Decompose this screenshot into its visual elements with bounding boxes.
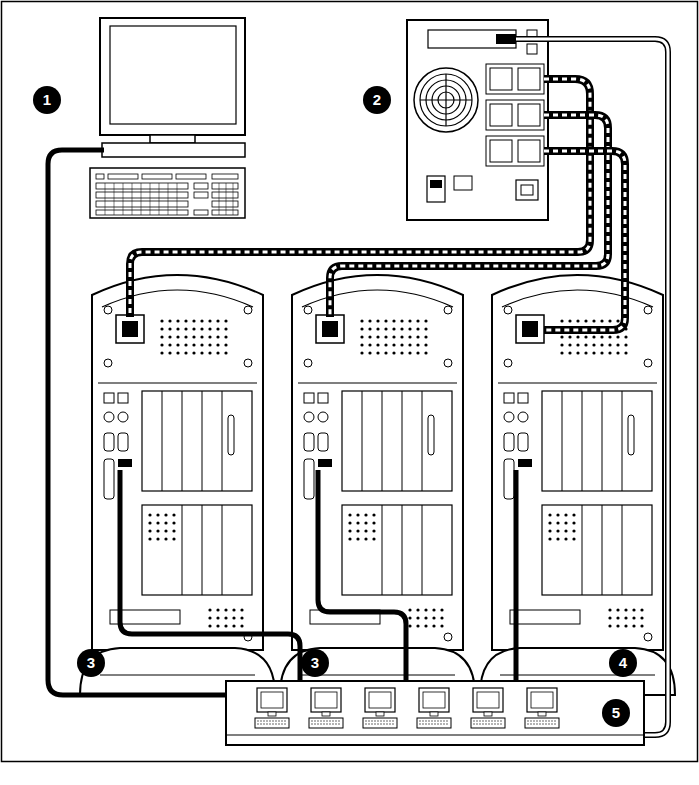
callout-number: 4 <box>609 649 637 677</box>
network-cable <box>516 39 668 735</box>
callout-number: 1 <box>33 86 61 114</box>
ups-unit <box>407 20 548 220</box>
callout-number: 3 <box>301 649 329 677</box>
kvm-switch <box>226 681 644 745</box>
kvm-cable <box>48 150 516 695</box>
callout-number: 5 <box>602 699 630 727</box>
console-monitor <box>100 18 245 157</box>
callout-number: 2 <box>363 86 391 114</box>
server-tower <box>280 275 475 695</box>
power-cable <box>130 79 625 330</box>
callout-number: 3 <box>77 649 105 677</box>
frame <box>2 2 698 762</box>
console-keyboard <box>90 168 245 218</box>
server-tower <box>480 275 675 695</box>
